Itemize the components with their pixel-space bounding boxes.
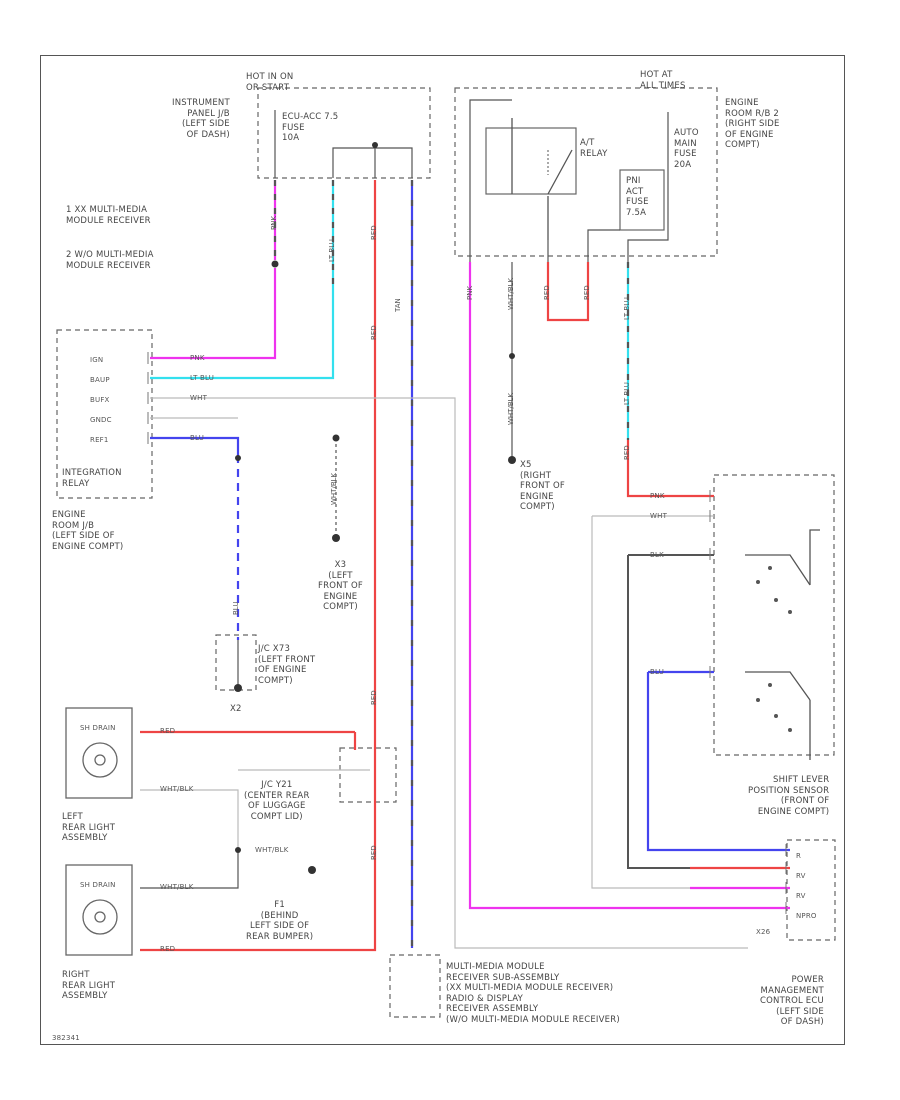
- wire-label-pnk: PNK: [190, 354, 205, 362]
- vwire-whtblk-r2: WHT/BLK: [507, 392, 515, 425]
- wire-label-red-1: RED: [160, 727, 176, 735]
- wire-label-ltblu: LT BLU: [190, 374, 215, 382]
- vwire-red-r1: RED: [543, 285, 551, 300]
- vwire-red-r2: RED: [583, 285, 591, 300]
- vwire-red-1: RED: [370, 225, 378, 240]
- vwire-red-r3: RED: [623, 445, 631, 460]
- wire-label-whtblk-2: WHT/BLK: [160, 883, 194, 891]
- at-fuse-label: PNI ACT FUSE 7.5A: [626, 176, 649, 218]
- engine-room-jb-label: ENGINE ROOM J/B (LEFT SIDE OF ENGINE COM…: [52, 510, 124, 552]
- vwire-whtblk-r1: WHT/BLK: [507, 277, 515, 310]
- jc-x73-box: [215, 634, 257, 691]
- wire-label-wht-r: WHT: [650, 512, 668, 520]
- ground-x3-label: X3 (LEFT FRONT OF ENGINE COMPT): [318, 560, 363, 612]
- hot-at-all-label: HOT AT ALL TIMES: [640, 70, 686, 91]
- jc-x73-label: J/C X73 (LEFT FRONT OF ENGINE COMPT): [258, 644, 316, 686]
- legend-1: 1 XX MULTI-MEDIA MODULE RECEIVER: [66, 205, 151, 226]
- relay-pin-4: GNDC: [90, 416, 112, 424]
- integration-relay-box: [56, 329, 153, 499]
- ground-x5-label: X5 (RIGHT FRONT OF ENGINE COMPT): [520, 460, 565, 512]
- power-mgmt-label: POWER MANAGEMENT CONTROL ECU (LEFT SIDE …: [760, 975, 824, 1027]
- wire-label-blu: BLU: [190, 434, 205, 442]
- jc-y21-label: J/C Y21 (CENTER REAR OF LUGGAGE COMPT LI…: [244, 780, 310, 822]
- right-lamp-name: RIGHT REAR LIGHT ASSEMBLY: [62, 970, 116, 1001]
- wire-label-wht: WHT: [190, 394, 208, 402]
- vwire-ltblu-r2: LT BLU: [623, 382, 631, 405]
- hot-acc-label: HOT IN ON OR START: [246, 72, 294, 93]
- left-lamp-top: SH DRAIN: [80, 724, 116, 732]
- relay-pin-5: REF1: [90, 436, 109, 444]
- main-fuse-label: AUTO MAIN FUSE 20A: [674, 128, 699, 170]
- wire-label-red-2: RED: [160, 945, 176, 953]
- engine-rb2-box: [454, 87, 718, 257]
- ecu-fuse-label: ECU-ACC 7.5 FUSE 10A: [282, 112, 339, 143]
- vwire-pnk-r: PNK: [466, 285, 474, 300]
- left-lamp-name: LEFT REAR LIGHT ASSEMBLY: [62, 812, 116, 843]
- vwire-ltblu-r: LT BLU: [623, 297, 631, 320]
- multimedia-box: [389, 954, 441, 1018]
- relay-pin-3: BUFX: [90, 396, 110, 404]
- vwire-pnk: PNK: [270, 215, 278, 230]
- ground-f1-label: F1 (BEHIND LEFT SIDE OF REAR BUMPER): [246, 900, 314, 942]
- footer-code: 382341: [52, 1034, 80, 1042]
- vwire-blu: BLU: [232, 601, 240, 615]
- vwire-whtblk-x3: WHT/BLK: [330, 472, 338, 505]
- vwire-ltblu: LT BLU: [328, 239, 336, 262]
- vwire-red-3: RED: [370, 690, 378, 705]
- relay-label: A/T RELAY: [580, 138, 608, 159]
- shift-sensor-box: [713, 474, 835, 756]
- ip-jb-box: [257, 87, 431, 179]
- wire-label-blk: BLK: [650, 551, 664, 559]
- integration-relay-label: INTEGRATION RELAY: [62, 468, 122, 489]
- jc-y21-box: [339, 747, 397, 803]
- wire-label-pnk-r: PNK: [650, 492, 665, 500]
- wire-label-whtblk-1: WHT/BLK: [160, 785, 194, 793]
- pm-pin-2: RV: [796, 872, 806, 880]
- wire-label-blu-r: BLU: [650, 668, 665, 676]
- pm-pin-4: NPRO: [796, 912, 817, 920]
- vwire-red-2: RED: [370, 325, 378, 340]
- pm-pin-3: RV: [796, 892, 806, 900]
- x2-label: X2: [230, 704, 242, 714]
- pm-ecu-box: [786, 839, 836, 941]
- legend-2: 2 W/O MULTI-MEDIA MODULE RECEIVER: [66, 250, 154, 271]
- vwire-tan: TAN: [394, 298, 402, 312]
- right-lamp-top: SH DRAIN: [80, 881, 116, 889]
- pm-pin-1: R: [796, 852, 802, 860]
- wire-label-whtblk-3: WHT/BLK: [255, 846, 289, 854]
- shift-lever-label: SHIFT LEVER POSITION SENSOR (FRONT OF EN…: [748, 775, 830, 817]
- vwire-red-4: RED: [370, 845, 378, 860]
- relay-pin-1: IGN: [90, 356, 104, 364]
- multimedia-label: MULTI-MEDIA MODULE RECEIVER SUB-ASSEMBLY…: [446, 962, 620, 1025]
- diagram-frame: [40, 55, 845, 1045]
- relay-pin-2: BAUP: [90, 376, 110, 384]
- ip-jb-label: INSTRUMENT PANEL J/B (LEFT SIDE OF DASH): [172, 98, 230, 140]
- pm-pin-5: X26: [756, 928, 771, 936]
- engine-room-rb-label: ENGINE ROOM R/B 2 (RIGHT SIDE OF ENGINE …: [725, 98, 780, 150]
